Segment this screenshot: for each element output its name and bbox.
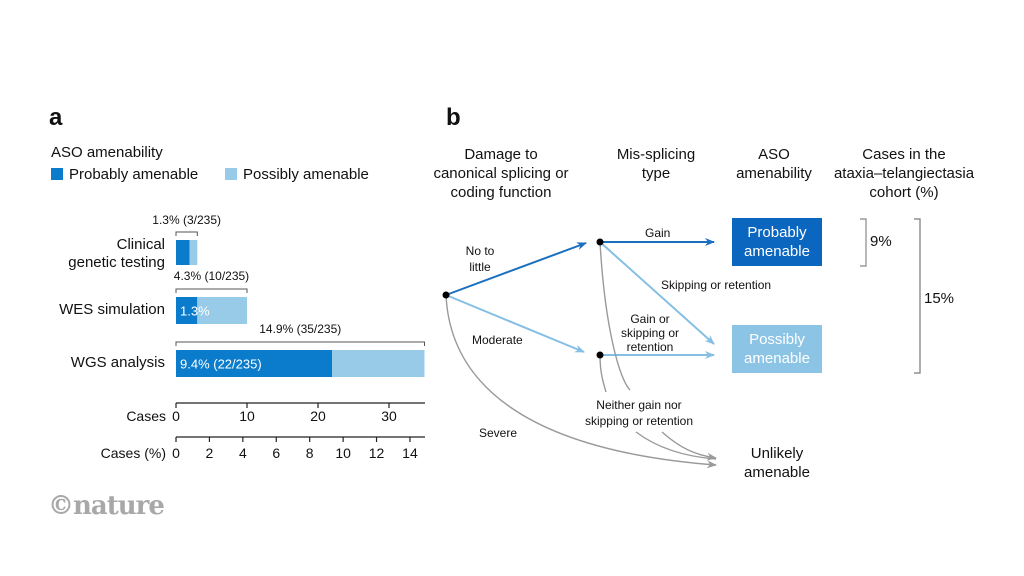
axis-cases-tick-label: 20 xyxy=(310,408,326,424)
outcome-probably-line1: Probably xyxy=(747,224,807,241)
header-cases: Cases in the ataxia–telangiectasia cohor… xyxy=(824,145,984,202)
axis-pct-tick-label: 6 xyxy=(272,445,280,461)
label-no-to-little: No to little xyxy=(452,243,508,275)
total-bracket-1 xyxy=(175,288,248,293)
header-cases-line3: cohort (%) xyxy=(869,184,939,201)
axis-cases-tick-label: 10 xyxy=(239,408,255,424)
header-damage: Damage to canonical splicing or coding f… xyxy=(420,145,582,202)
edge-neither-upper-bottom xyxy=(661,431,717,461)
axis-cases-tick-label: 30 xyxy=(381,408,397,424)
bar-possibly-0 xyxy=(189,240,198,265)
total-bracket-2 xyxy=(175,341,425,346)
node-no-to-little xyxy=(596,238,604,246)
axis-pct-tick-label: 4 xyxy=(239,445,247,461)
legend-item-probably: Probably amenable xyxy=(51,166,198,183)
header-damage-line2: canonical splicing or xyxy=(433,165,569,182)
edge-moderate xyxy=(445,294,585,353)
bar-possibly-1 xyxy=(197,297,247,324)
header-damage-line3: coding function xyxy=(450,184,552,201)
axis-pct-tick-label: 2 xyxy=(206,445,214,461)
outcome-probably-amenable: Probably amenable xyxy=(732,218,822,266)
label-skipping-or-retention: Skipping or retention xyxy=(661,278,772,292)
axis-pct-tick-label: 14 xyxy=(402,445,418,461)
bracket-label-15: 15% xyxy=(924,290,955,307)
bracket-15 xyxy=(914,218,921,374)
category-label-clinical: Clinical genetic testing xyxy=(40,236,165,272)
label-no-to-little-line1: No to xyxy=(465,244,495,258)
category-label-clinical-line1: Clinical xyxy=(116,236,165,253)
bar-probably-2 xyxy=(176,350,333,377)
header-aso-line1: ASO xyxy=(758,146,790,163)
legend-swatch-probably xyxy=(51,168,63,180)
header-aso-line2: amenability xyxy=(736,165,812,182)
total-bracket-0 xyxy=(175,231,198,236)
inner-label-2: 9.4% (22/235) xyxy=(180,357,262,372)
outcome-unlikely-line1: Unlikely xyxy=(750,445,804,462)
axis-pct-tick-label: 10 xyxy=(335,445,351,461)
outcome-possibly-line2: amenable xyxy=(744,350,810,367)
legend-label-possibly: Possibly amenable xyxy=(243,166,369,183)
label-severe: Severe xyxy=(479,426,518,440)
bracket-9 xyxy=(860,218,867,267)
axis-pct-tick-label: 12 xyxy=(369,445,385,461)
node-root xyxy=(442,291,450,299)
category-label-clinical-line2: genetic testing xyxy=(68,254,165,271)
header-cases-line1: Cases in the xyxy=(862,146,946,163)
header-missplicing: Mis-splicing type xyxy=(600,145,712,183)
bar-probably-0 xyxy=(176,240,190,265)
axis-pct-tick-label: 0 xyxy=(172,445,180,461)
panel-a-letter: a xyxy=(49,104,63,131)
label-neither-line1: Neither gain nor xyxy=(596,398,682,412)
label-gain-or-skipping-line2: skipping or xyxy=(620,326,680,340)
outcome-probably-line2: amenable xyxy=(744,243,810,260)
edge-skipping-or-retention xyxy=(599,241,715,345)
outcome-unlikely-line2: amenable xyxy=(744,464,810,481)
header-damage-line1: Damage to xyxy=(464,146,538,163)
category-label-wgs: WGS analysis xyxy=(70,354,165,371)
total-label-0: 1.3% (3/235) xyxy=(152,213,221,227)
axis-cases-label: Cases xyxy=(126,408,166,424)
category-label-wes: WES simulation xyxy=(59,301,165,318)
label-neither: Neither gain nor skipping or retention xyxy=(570,397,708,429)
bracket-label-9: 9% xyxy=(870,233,892,250)
bar-possibly-2 xyxy=(332,350,425,377)
nature-logo: ©nature xyxy=(48,491,165,521)
inner-label-1: 1.3% xyxy=(180,304,210,319)
header-aso: ASO amenability xyxy=(726,145,822,183)
label-no-to-little-line2: little xyxy=(469,260,491,274)
legend-label-probably: Probably amenable xyxy=(69,166,199,183)
node-moderate xyxy=(596,351,604,359)
edge-severe xyxy=(445,294,717,469)
bar-probably-1 xyxy=(176,297,198,324)
legend-item-possibly: Possibly amenable xyxy=(225,166,369,183)
header-cases-line2: ataxia–telangiectasia xyxy=(833,165,975,182)
total-label-2: 14.9% (35/235) xyxy=(259,322,341,336)
label-gain-or-skipping-line3: retention xyxy=(626,340,674,354)
header-missplicing-line1: Mis-splicing xyxy=(616,146,696,163)
legend-swatch-possibly xyxy=(225,168,237,180)
edge-neither-lower-bottom xyxy=(635,431,717,460)
legend-title: ASO amenability xyxy=(51,144,163,161)
outcome-possibly-line1: Possibly xyxy=(749,331,805,348)
panel-b-letter: b xyxy=(446,104,461,131)
label-neither-line2: skipping or retention xyxy=(584,414,694,428)
total-label-1: 4.3% (10/235) xyxy=(174,269,249,283)
label-gain-or-skipping: Gain or skipping or retention xyxy=(610,312,690,354)
axis-pct-tick-label: 8 xyxy=(306,445,314,461)
outcome-unlikely-amenable: Unlikely amenable xyxy=(732,444,822,482)
axis-pct-label: Cases (%) xyxy=(101,445,166,461)
edge-neither-lower-top xyxy=(599,354,607,393)
outcome-possibly-amenable: Possibly amenable xyxy=(732,325,822,373)
label-moderate: Moderate xyxy=(472,333,523,347)
label-gain: Gain xyxy=(645,226,671,240)
edge-neither-upper-top xyxy=(599,241,631,391)
label-gain-or-skipping-line1: Gain or xyxy=(630,312,670,326)
edge-no-to-little xyxy=(445,242,587,296)
header-missplicing-line2: type xyxy=(641,165,671,182)
axis-cases-tick-label: 0 xyxy=(172,408,180,424)
